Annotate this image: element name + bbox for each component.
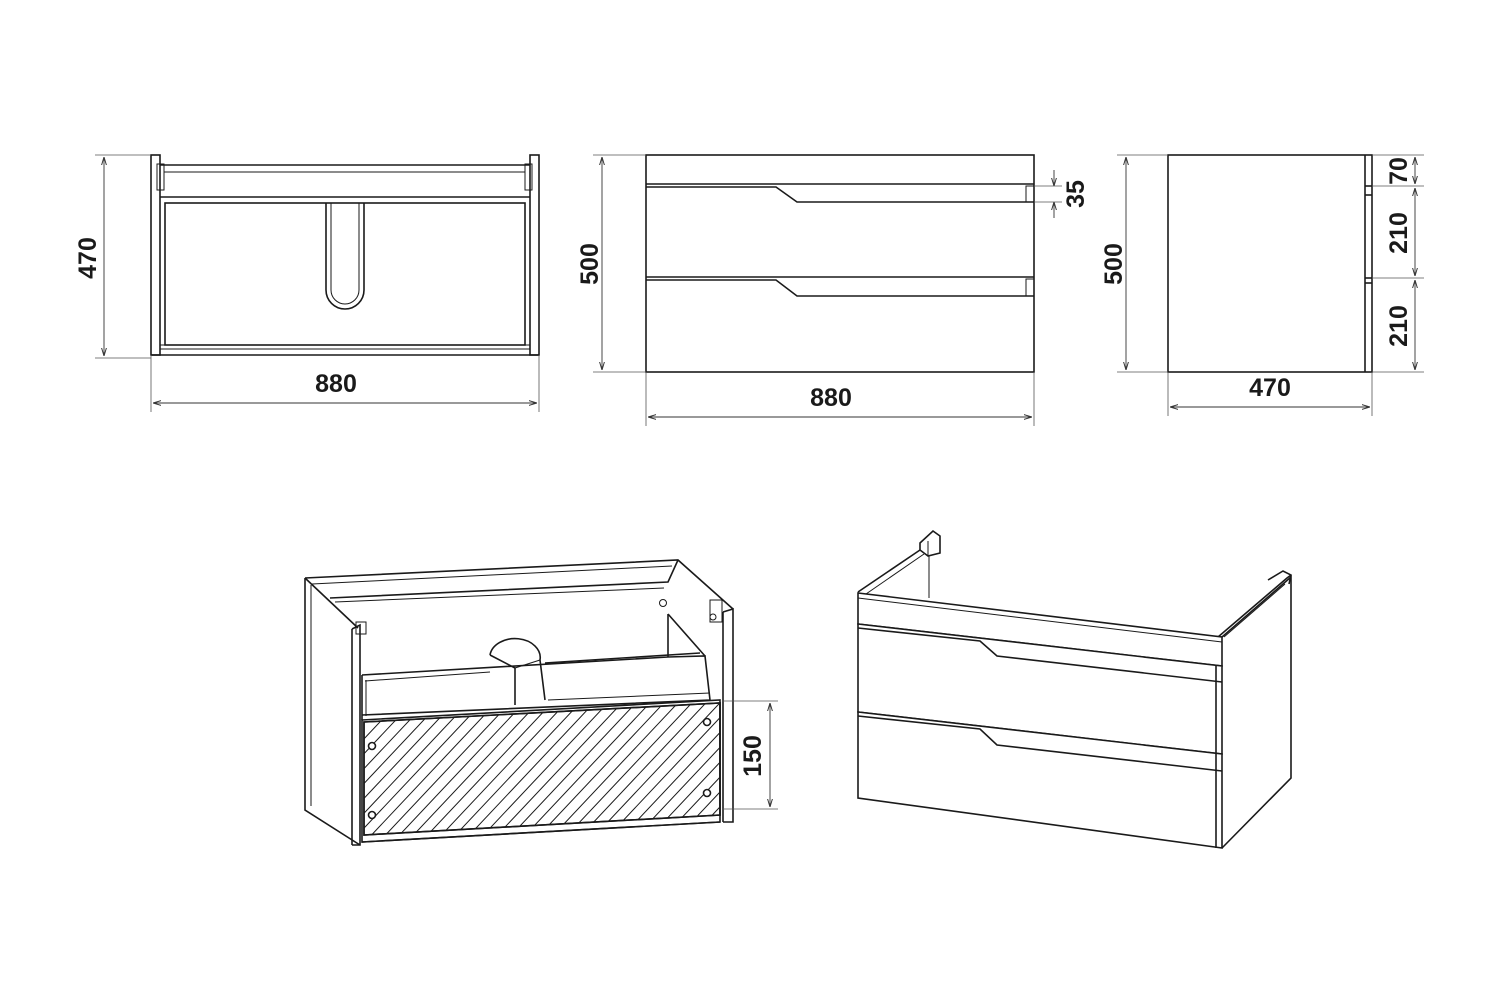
front-view: [645, 154, 1035, 373]
isometric-drawer-dimension: 150: [722, 700, 778, 810]
dim-handle-gap: 35: [1062, 180, 1090, 208]
top-view: [150, 154, 540, 356]
hatch-line: [364, 703, 523, 835]
dim-side-drawer-2: 210: [1385, 305, 1413, 347]
dim-side-height: 500: [1100, 243, 1128, 285]
dim-side-drawer-1: 210: [1385, 212, 1413, 254]
hatch-line: [364, 703, 509, 835]
hatch-line: [375, 703, 537, 835]
front-view-dimensions: 500 880 35: [576, 154, 1090, 426]
dim-top-width: 880: [315, 370, 357, 398]
dim-front-height: 500: [576, 243, 604, 285]
dim-side-depth: 470: [1249, 374, 1291, 402]
hatch-line: [711, 703, 720, 835]
dim-side-top-panel: 70: [1385, 157, 1413, 185]
side-view: [1167, 154, 1373, 373]
hatch-line: [364, 703, 495, 835]
top-view-dimensions: 470 880: [74, 154, 540, 412]
dim-front-width: 880: [810, 384, 852, 412]
dim-drawer-front: 150: [739, 735, 767, 777]
side-view-dimensions: 500 470 70 210 210: [1100, 154, 1424, 416]
hatch-line: [697, 703, 720, 835]
dim-top-depth: 470: [74, 237, 102, 279]
isometric-open-drawer: [304, 559, 734, 846]
hatch-line: [364, 703, 481, 835]
isometric-closed: [857, 529, 1292, 849]
drawer-front-hatch: [364, 703, 720, 835]
